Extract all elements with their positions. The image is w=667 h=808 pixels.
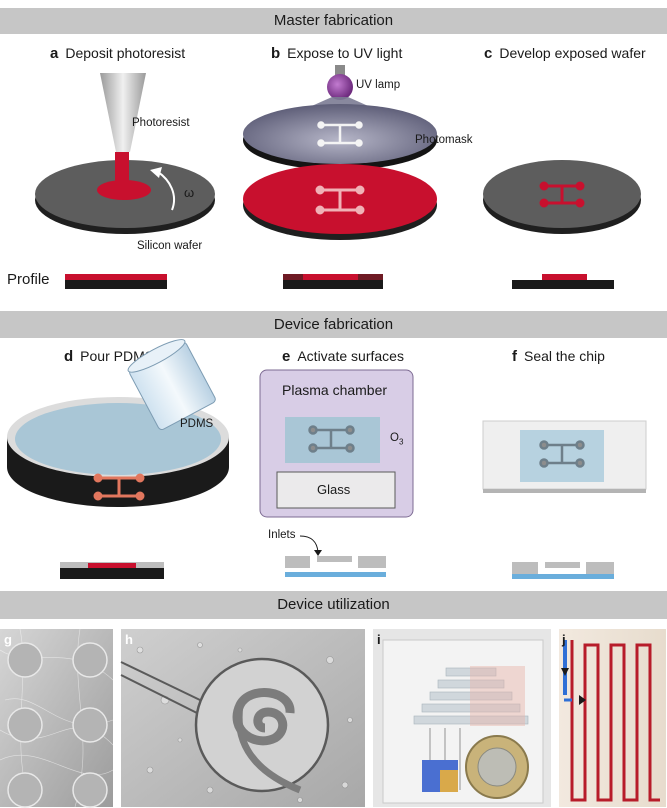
step-f-text: Seal the chip xyxy=(524,348,605,364)
banner-device-fabrication: Device fabrication xyxy=(0,311,667,338)
step-d-text: Pour PDMS xyxy=(80,348,155,364)
label-silicon-wafer: Silicon wafer xyxy=(137,240,203,252)
serpentine-channel xyxy=(570,640,660,802)
inlets-arrow xyxy=(299,535,319,553)
photo-h xyxy=(120,629,365,807)
uv-lamp-socket xyxy=(335,65,345,75)
step-e-letter: e xyxy=(282,348,291,365)
label-ozone-o: O xyxy=(390,432,399,444)
label-plasma-chamber: Plasma chamber xyxy=(282,382,388,398)
step-a-text: Deposit photoresist xyxy=(65,45,186,61)
photo-g xyxy=(0,628,114,808)
label-inlets: Inlets xyxy=(268,529,296,541)
dispense-nozzle xyxy=(100,73,146,152)
pdms-channel-pattern xyxy=(308,425,355,453)
step-e-heading: e Activate surfaces xyxy=(282,348,404,365)
photo-g-letter: g xyxy=(4,632,12,647)
profile-d xyxy=(60,562,164,579)
step-c-heading: c Develop exposed wafer xyxy=(484,45,646,62)
step-b-letter: b xyxy=(271,45,281,62)
step-c-letter: c xyxy=(484,45,493,62)
photomask-channel-pattern xyxy=(317,121,363,147)
glass-slide-edge xyxy=(483,489,646,493)
rotation-arrowhead xyxy=(150,167,162,178)
photo-j-letter: j xyxy=(562,632,566,647)
profile-c xyxy=(512,274,614,289)
master-pattern-in-dish xyxy=(93,473,145,501)
profile-b xyxy=(283,274,383,289)
label-ozone: O3 xyxy=(390,432,403,446)
rotation-arrow xyxy=(157,171,176,211)
step-f-heading: f Seal the chip xyxy=(512,348,605,365)
label-pdms: PDMS xyxy=(180,418,214,430)
label-glass: Glass xyxy=(317,482,351,497)
step-b-text: Expose to UV light xyxy=(287,45,403,61)
label-photomask: Photomask xyxy=(415,134,473,146)
step-b-heading: b Expose to UV light xyxy=(271,45,402,62)
label-profile: Profile xyxy=(7,271,50,288)
profile-f xyxy=(512,562,614,579)
photoresist-stream xyxy=(115,152,129,192)
step-f-letter: f xyxy=(512,348,517,365)
label-ozone-sub: 3 xyxy=(398,437,404,447)
chip-channel-array xyxy=(413,667,529,725)
exposed-pattern xyxy=(315,185,365,215)
flow-arrow xyxy=(579,695,586,705)
step-e-text: Activate surfaces xyxy=(297,348,404,364)
pdms-beaker xyxy=(127,339,216,431)
pdms-block xyxy=(285,417,380,463)
step-d-letter: d xyxy=(64,348,74,365)
panel-b xyxy=(243,65,437,240)
glass-slide xyxy=(276,471,396,509)
step-d-heading: d Pour PDMS xyxy=(64,348,154,365)
profile-e xyxy=(285,535,386,577)
banner-master-fabrication: Master fabrication xyxy=(0,8,667,34)
sealed-channel-pattern xyxy=(539,440,585,468)
developed-channel-pattern xyxy=(539,181,585,208)
panel-a xyxy=(35,73,215,234)
pdms-pour-stream xyxy=(131,411,142,437)
photo-j xyxy=(559,629,666,807)
panel-f xyxy=(482,420,647,493)
photo-i xyxy=(373,629,551,807)
panel-c xyxy=(483,160,641,234)
panel-e xyxy=(259,369,414,518)
panel-d xyxy=(7,339,229,507)
label-photoresist: Photoresist xyxy=(132,117,190,129)
label-uv-lamp: UV lamp xyxy=(356,79,401,91)
photo-i-letter: i xyxy=(377,632,381,647)
step-a-heading: a Deposit photoresist xyxy=(50,45,185,62)
step-a-letter: a xyxy=(50,45,59,62)
banner-device-utilization: Device utilization xyxy=(0,591,667,619)
uv-lamp-bulb xyxy=(327,74,353,100)
step-c-text: Develop exposed wafer xyxy=(499,45,646,61)
profile-a xyxy=(65,274,167,289)
photo-h-letter: h xyxy=(125,632,133,647)
label-omega: ω xyxy=(184,185,195,200)
